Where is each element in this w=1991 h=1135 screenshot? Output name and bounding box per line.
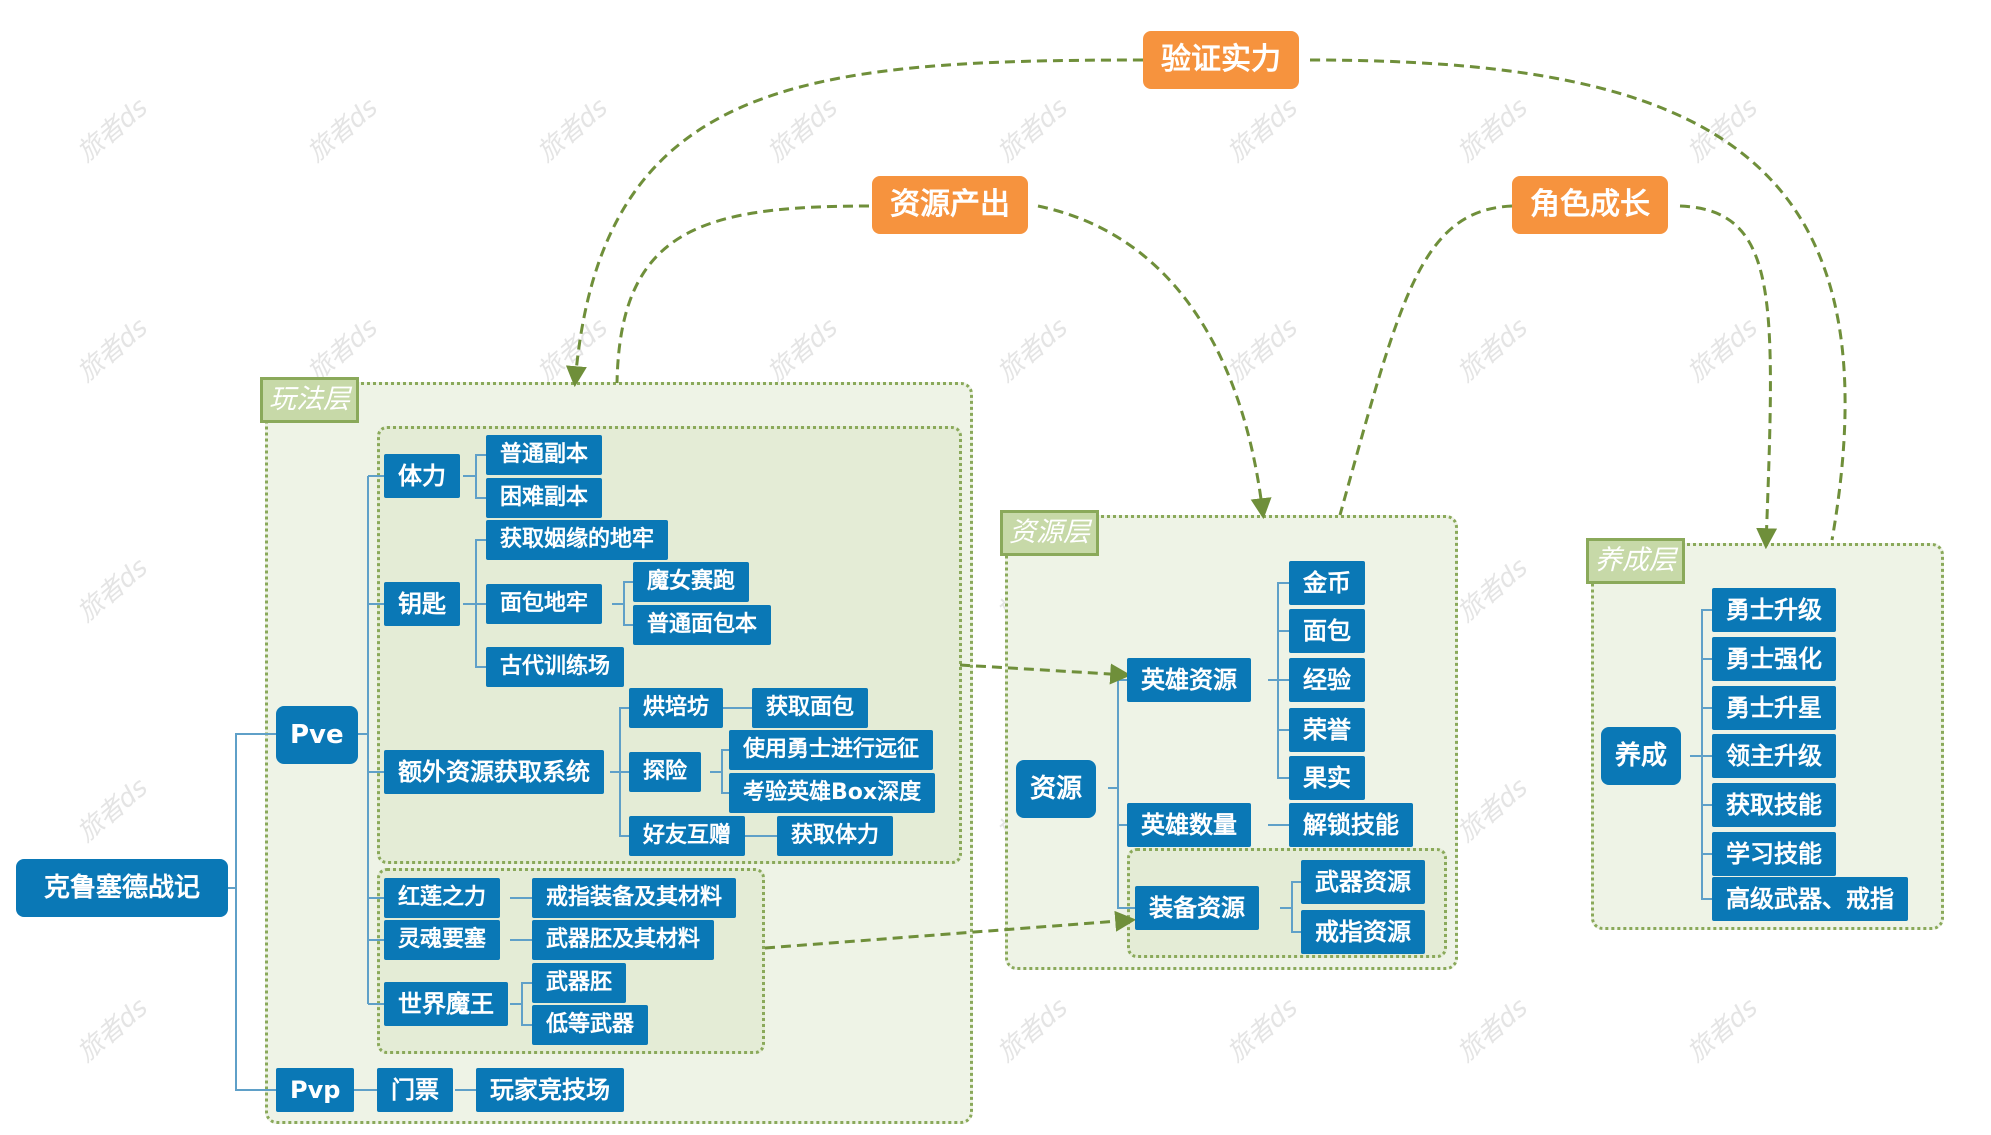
red-lotus-node[interactable]: 红莲之力 bbox=[384, 878, 501, 918]
unlock-skill-node[interactable]: 解锁技能 bbox=[1289, 803, 1413, 847]
pve-node[interactable]: Pve bbox=[276, 706, 358, 764]
ancient-arena-node[interactable]: 古代训练场 bbox=[486, 647, 625, 687]
ring-resource-node[interactable]: 戒指资源 bbox=[1301, 910, 1425, 954]
bread-dungeon-node[interactable]: 面包地牢 bbox=[486, 584, 603, 624]
key-node[interactable]: 钥匙 bbox=[384, 582, 460, 626]
honor-node[interactable]: 荣誉 bbox=[1289, 708, 1365, 752]
witch-race-node[interactable]: 魔女赛跑 bbox=[633, 562, 750, 602]
resource-output-label: 资源产出 bbox=[872, 176, 1028, 234]
bread-node[interactable]: 面包 bbox=[1289, 609, 1365, 653]
resource-root-node[interactable]: 资源 bbox=[1016, 760, 1097, 818]
cultivate-layer-label: 养成层 bbox=[1586, 538, 1685, 584]
box-depth-node[interactable]: 考验英雄Box深度 bbox=[729, 773, 936, 813]
play-layer-label: 玩法层 bbox=[260, 377, 359, 423]
hard-dungeon-node[interactable]: 困难副本 bbox=[486, 478, 603, 518]
low-weapon-node[interactable]: 低等武器 bbox=[532, 1005, 649, 1045]
pvp-node[interactable]: Pvp bbox=[276, 1068, 355, 1112]
hero-resource-node[interactable]: 英雄资源 bbox=[1127, 658, 1251, 702]
normal-dungeon-node[interactable]: 普通副本 bbox=[486, 435, 603, 475]
resource-layer-label: 资源层 bbox=[1000, 510, 1099, 556]
world-demon-node[interactable]: 世界魔王 bbox=[384, 982, 508, 1026]
relation-links bbox=[565, 58, 1847, 950]
explore-node[interactable]: 探险 bbox=[629, 752, 702, 792]
cultivate-item-0[interactable]: 勇士升级 bbox=[1712, 588, 1836, 632]
marriage-dungeon-node[interactable]: 获取姻缘的地牢 bbox=[486, 520, 669, 560]
root-node[interactable]: 克鲁塞德战记 bbox=[16, 859, 228, 917]
hero-count-node[interactable]: 英雄数量 bbox=[1127, 803, 1251, 847]
friend-gift-node[interactable]: 好友互赠 bbox=[629, 816, 746, 856]
ticket-node[interactable]: 门票 bbox=[377, 1068, 453, 1112]
weapon-resource-node[interactable]: 武器资源 bbox=[1301, 860, 1425, 904]
gold-node[interactable]: 金币 bbox=[1289, 561, 1365, 605]
bakery-node[interactable]: 烘培坊 bbox=[629, 688, 724, 728]
cultivate-item-6[interactable]: 高级武器、戒指 bbox=[1712, 877, 1908, 921]
get-stamina-node[interactable]: 获取体力 bbox=[777, 816, 894, 856]
verify-strength-label: 验证实力 bbox=[1143, 31, 1299, 89]
cultivate-item-2[interactable]: 勇士升星 bbox=[1712, 686, 1836, 730]
stamina-node[interactable]: 体力 bbox=[384, 454, 460, 498]
fruit-node[interactable]: 果实 bbox=[1289, 756, 1365, 800]
normal-bread-node[interactable]: 普通面包本 bbox=[633, 605, 772, 645]
ring-materials-node[interactable]: 戒指装备及其材料 bbox=[532, 878, 737, 918]
cultivate-item-4[interactable]: 获取技能 bbox=[1712, 783, 1836, 827]
cultivate-root-node[interactable]: 养成 bbox=[1601, 727, 1682, 785]
character-growth-label: 角色成长 bbox=[1512, 176, 1668, 234]
weapon-embryo-node[interactable]: 武器胚 bbox=[532, 963, 627, 1003]
cultivate-item-3[interactable]: 领主升级 bbox=[1712, 734, 1836, 778]
extra-system-node[interactable]: 额外资源获取系统 bbox=[384, 750, 604, 794]
expedition-node[interactable]: 使用勇士进行远征 bbox=[729, 730, 934, 770]
player-arena-node[interactable]: 玩家竞技场 bbox=[476, 1068, 624, 1112]
get-bread-node[interactable]: 获取面包 bbox=[752, 688, 869, 728]
soul-fortress-node[interactable]: 灵魂要塞 bbox=[384, 920, 501, 960]
weapon-embryo-materials-node[interactable]: 武器胚及其材料 bbox=[532, 920, 715, 960]
cultivate-item-1[interactable]: 勇士强化 bbox=[1712, 637, 1836, 681]
tree-lines bbox=[228, 454, 1712, 1091]
equip-resource-node[interactable]: 装备资源 bbox=[1135, 886, 1259, 930]
exp-node[interactable]: 经验 bbox=[1289, 658, 1365, 702]
cultivate-item-5[interactable]: 学习技能 bbox=[1712, 832, 1836, 876]
